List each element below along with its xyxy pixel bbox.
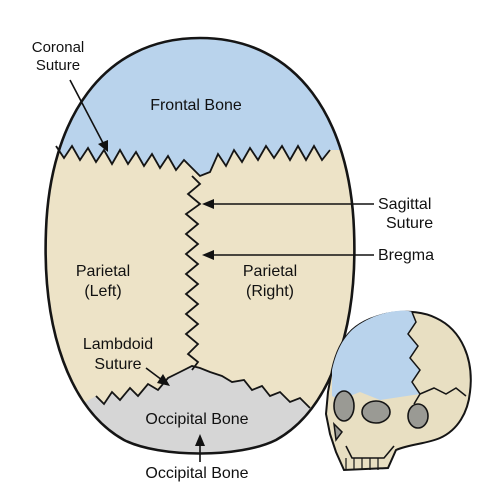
lambdoid-suture-pointer — [145, 367, 163, 381]
occipital-bone-arrowhead — [195, 434, 205, 446]
lambdoid-suture-label-line1: Lambdoid — [83, 336, 153, 353]
side-coronal-suture — [407, 311, 421, 405]
sagittal-suture-arrowhead — [202, 199, 214, 209]
lambdoid-suture-arrowhead — [157, 374, 170, 386]
side-squamosal-suture — [419, 387, 467, 397]
occipital-bone-region — [45, 366, 355, 454]
sagittal-suture-label-line2: Suture — [386, 215, 433, 232]
coronal-suture-pointer — [69, 79, 104, 144]
side-eye-socket — [333, 390, 355, 422]
parietal-left-label-line2: (Left) — [84, 283, 121, 300]
lambdoid-suture-label-line2: Suture — [94, 356, 141, 373]
side-nasal-cavity — [332, 421, 343, 442]
labels: Frontal Bone Coronal Suture Sagittal Sut… — [32, 39, 434, 482]
bregma-arrowhead — [202, 250, 214, 260]
side-ear-opening — [407, 403, 429, 429]
sagittal-suture-label-line1: Sagittal — [378, 196, 431, 213]
lambdoid-suture — [95, 365, 311, 409]
skull-side-view-illustration — [324, 310, 472, 472]
coronal-suture — [55, 144, 331, 178]
bregma-label: Bregma — [378, 247, 434, 264]
side-teeth — [345, 458, 379, 470]
coronal-suture-label-line1: Coronal — [32, 39, 85, 56]
occipital-bone-outer-label: Occipital Bone — [145, 465, 248, 482]
side-skull-frontal — [332, 310, 420, 400]
parietal-left-label-line1: Parietal — [76, 263, 130, 280]
parietal-right-label-line1: Parietal — [243, 263, 297, 280]
parietal-right-label-line2: (Right) — [246, 283, 294, 300]
side-jaw — [345, 445, 395, 459]
coronal-suture-arrowhead — [98, 140, 108, 152]
frontal-bone-label: Frontal Bone — [150, 97, 242, 114]
coronal-suture-label-line2: Suture — [36, 57, 80, 74]
sagittal-suture — [184, 175, 202, 371]
occipital-bone-inner-label: Occipital Bone — [145, 411, 248, 428]
side-temporal-fossa — [361, 400, 391, 424]
